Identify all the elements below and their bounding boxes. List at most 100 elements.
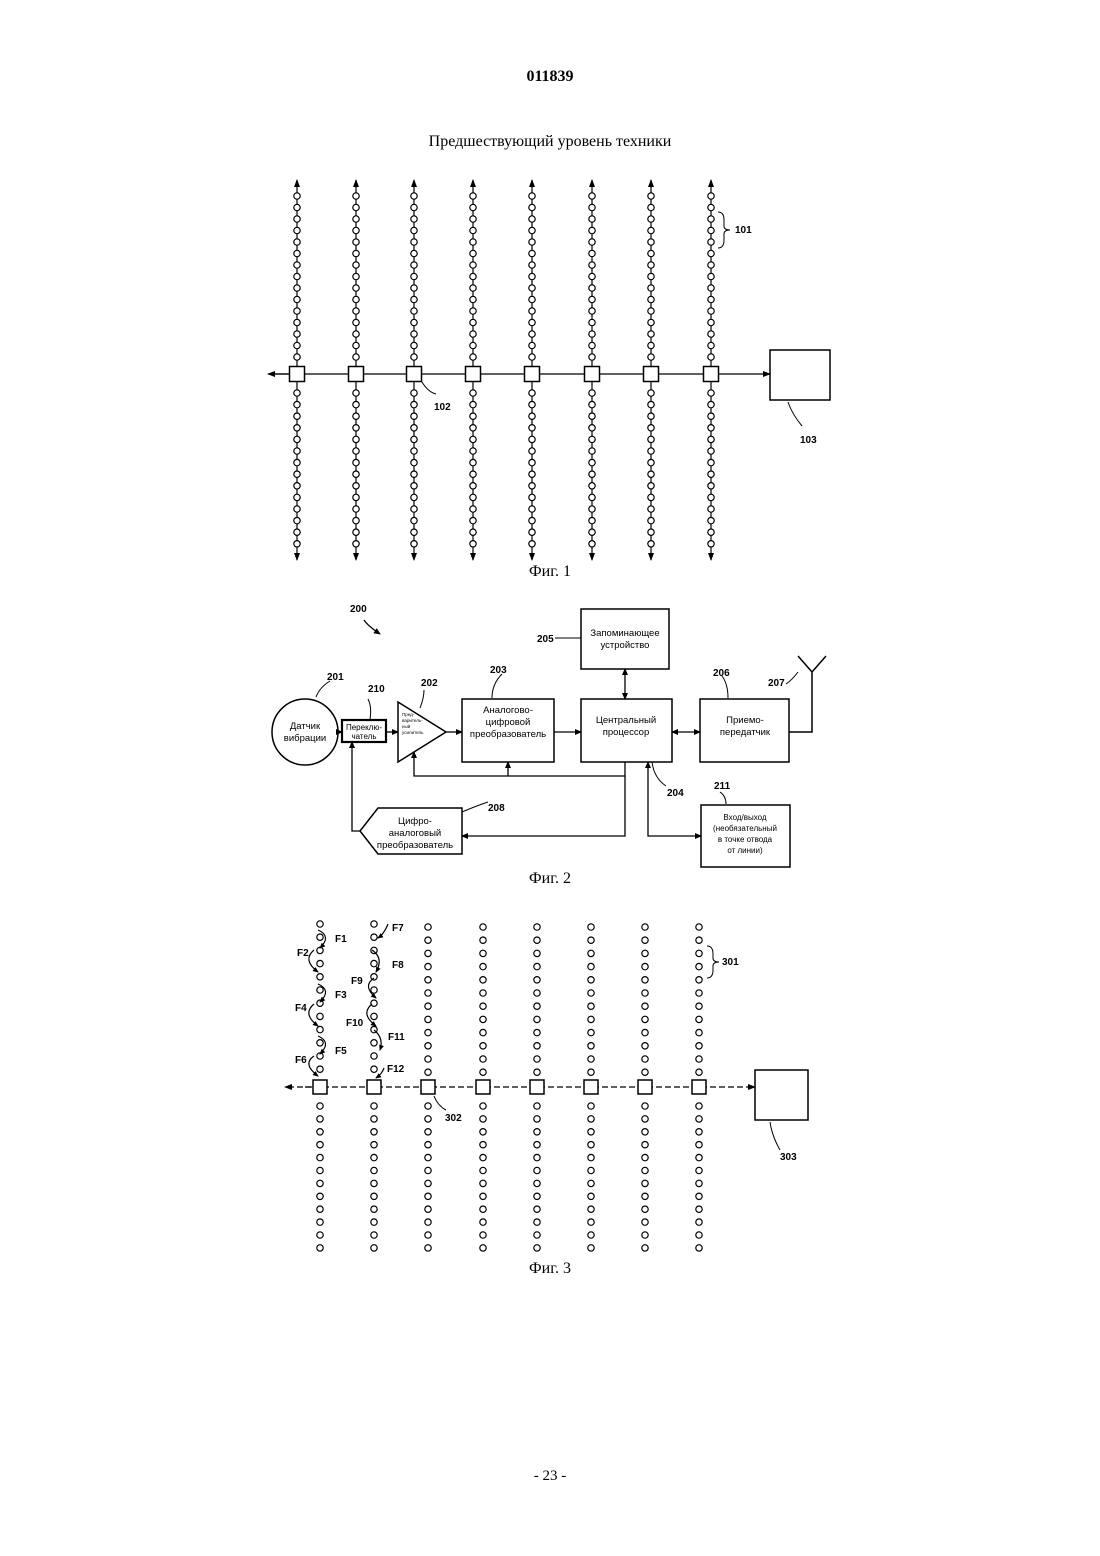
- sensor: [371, 1180, 377, 1186]
- sensor: [317, 1154, 323, 1160]
- sensor: [696, 990, 702, 996]
- sensor: [371, 987, 377, 993]
- network-node: [692, 1080, 706, 1094]
- flow-label: F9: [351, 976, 363, 987]
- sensor: [588, 1103, 594, 1109]
- sensor: [371, 1040, 377, 1046]
- sensor: [371, 1154, 377, 1160]
- sensor: [480, 924, 486, 930]
- sensor: [317, 1167, 323, 1173]
- sensor: [696, 1232, 702, 1238]
- sensor: [696, 937, 702, 943]
- sensor: [480, 1142, 486, 1148]
- sensor: [425, 1167, 431, 1173]
- sensor: [480, 1167, 486, 1173]
- sensor: [642, 977, 648, 983]
- network-node: [584, 1080, 598, 1094]
- sensor: [425, 1056, 431, 1062]
- sensor: [371, 1013, 377, 1019]
- sensor: [696, 1193, 702, 1199]
- sensor: [317, 1013, 323, 1019]
- sensor: [480, 990, 486, 996]
- sensor: [588, 1016, 594, 1022]
- sensor: [588, 1193, 594, 1199]
- sensor: [588, 1206, 594, 1212]
- network-node: [367, 1080, 381, 1094]
- figure-3-caption: Фиг. 3: [0, 1260, 1100, 1278]
- sensor: [696, 1016, 702, 1022]
- flow-label: F4: [295, 1003, 307, 1014]
- flow-label: F2: [297, 948, 309, 959]
- sensor: [588, 1180, 594, 1186]
- sensor: [696, 977, 702, 983]
- sensor: [317, 1116, 323, 1122]
- sensor: [534, 1069, 540, 1075]
- sensor: [642, 1056, 648, 1062]
- sensor: [534, 1116, 540, 1122]
- sensor: [425, 1219, 431, 1225]
- sensor: [588, 1142, 594, 1148]
- sensor: [534, 1245, 540, 1251]
- sensor: [588, 977, 594, 983]
- sensor: [371, 1116, 377, 1122]
- flow-label: F10: [346, 1018, 364, 1029]
- sensor: [588, 1129, 594, 1135]
- sensor: [534, 1003, 540, 1009]
- sensor: [480, 1116, 486, 1122]
- sensor: [642, 1129, 648, 1135]
- label-303: 303: [780, 1152, 797, 1163]
- sensor: [317, 1066, 323, 1072]
- network-node: [638, 1080, 652, 1094]
- sensor: [534, 1180, 540, 1186]
- sensor: [480, 950, 486, 956]
- sensor: [480, 1154, 486, 1160]
- sensor: [480, 1016, 486, 1022]
- sensor: [696, 963, 702, 969]
- sensor: [696, 1245, 702, 1251]
- sensor: [371, 1206, 377, 1212]
- sensor: [696, 1003, 702, 1009]
- sensor: [480, 1245, 486, 1251]
- sensor: [588, 963, 594, 969]
- sensor: [642, 937, 648, 943]
- sensor: [588, 1029, 594, 1035]
- sensor: [642, 950, 648, 956]
- sensor: [642, 1003, 648, 1009]
- sensor: [371, 1219, 377, 1225]
- flow-label: F8: [392, 960, 404, 971]
- figure-3-sensor-grid: F1 F2 F3 F4 F5 F6 F7 F8 F9 F10 F11 F12 3…: [0, 0, 1100, 1300]
- sensor: [425, 1232, 431, 1238]
- sensor: [425, 924, 431, 930]
- sensor: [534, 977, 540, 983]
- sensor: [425, 977, 431, 983]
- sensor: [642, 1245, 648, 1251]
- sensor: [480, 977, 486, 983]
- flow-label: F6: [295, 1055, 307, 1066]
- sensor: [696, 1206, 702, 1212]
- recorder-box: [755, 1070, 808, 1120]
- sensor: [534, 1154, 540, 1160]
- sensor: [371, 1232, 377, 1238]
- flow-label: F11: [388, 1032, 405, 1043]
- sensor: [642, 1206, 648, 1212]
- sensor: [425, 1103, 431, 1109]
- sensor: [534, 990, 540, 996]
- sensor: [317, 934, 323, 940]
- sensor: [696, 1043, 702, 1049]
- sensor: [425, 1142, 431, 1148]
- sensor: [588, 1154, 594, 1160]
- sensor: [696, 1056, 702, 1062]
- sensor: [480, 1232, 486, 1238]
- sensor: [425, 1016, 431, 1022]
- sensor: [317, 1103, 323, 1109]
- sensor: [534, 1043, 540, 1049]
- flow-label: F7: [392, 923, 404, 934]
- sensor: [425, 937, 431, 943]
- network-node: [476, 1080, 490, 1094]
- sensor: [480, 963, 486, 969]
- sensor: [317, 1206, 323, 1212]
- sensor: [425, 1245, 431, 1251]
- sensor: [696, 1116, 702, 1122]
- sensor: [588, 950, 594, 956]
- sensor: [480, 1056, 486, 1062]
